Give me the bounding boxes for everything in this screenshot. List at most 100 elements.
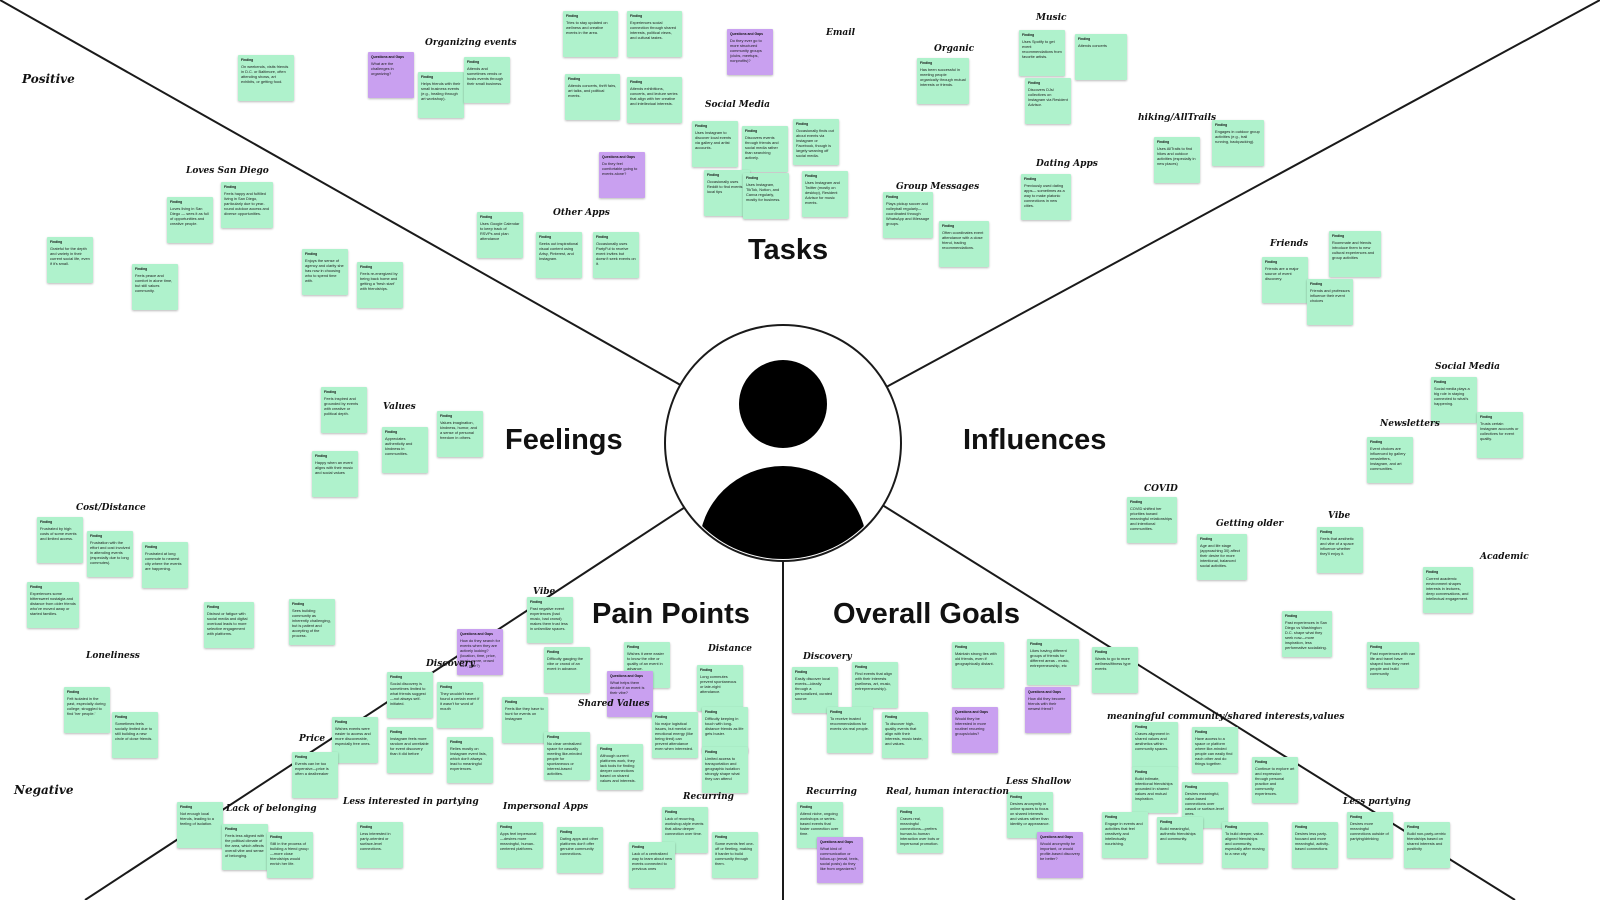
sticky-note[interactable]: FindingAlthough current platforms work, … — [597, 744, 643, 790]
sticky-note[interactable]: FindingFriends and professors influence … — [1307, 279, 1353, 325]
sticky-note[interactable]: FindingSome events feel one-off or fleet… — [712, 832, 758, 878]
sticky-note[interactable]: FindingTries to stay updated on wellness… — [563, 11, 618, 57]
sticky-note[interactable]: FindingSeeks out inspirational visual co… — [536, 232, 582, 278]
sticky-note[interactable]: FindingEngage in events and activities t… — [1102, 812, 1148, 858]
sticky-note[interactable]: FindingEngages in outdoor group activiti… — [1212, 120, 1264, 166]
sticky-note[interactable]: FindingExperiences some bittersweet nost… — [27, 582, 79, 628]
sticky-note[interactable]: FindingAge and life stage (approaching 3… — [1197, 534, 1247, 580]
sticky-note[interactable]: FindingHave access to a space or platfor… — [1192, 727, 1238, 773]
sticky-note[interactable]: FindingOccasionally uses Reddit to find … — [704, 170, 750, 216]
sticky-note[interactable]: FindingThey wouldn't have found a certai… — [437, 682, 483, 728]
sticky-note[interactable]: FindingSometimes feels socially limited … — [112, 712, 158, 758]
sticky-note[interactable]: Questions and GapsWhat helps them decide… — [607, 671, 653, 717]
sticky-note[interactable]: FindingSocial media plays a big role in … — [1431, 377, 1477, 423]
sticky-note[interactable]: FindingApps feel impersonal —desires mor… — [497, 822, 543, 868]
sticky-note[interactable]: FindingValues imagination, kindness, hum… — [437, 411, 483, 457]
sticky-note[interactable]: FindingCraves alignment in shared values… — [1132, 722, 1178, 768]
sticky-note[interactable]: FindingRoommate and friends introduce th… — [1329, 231, 1381, 277]
sticky-note[interactable]: FindingFeels less aligned with the polit… — [222, 824, 268, 870]
sticky-note[interactable]: FindingDesires less party-focused and mo… — [1292, 822, 1338, 868]
sticky-note[interactable]: FindingLess interested in party-oriented… — [357, 822, 403, 868]
sticky-note[interactable]: FindingDifficulty gauging the vibe or cr… — [544, 647, 590, 693]
sticky-note[interactable]: FindingOften coordinates event attendanc… — [939, 221, 989, 267]
sticky-note[interactable]: FindingUses Google Calendar to keep trac… — [477, 212, 523, 258]
sticky-note[interactable]: FindingDating apps and other platforms d… — [557, 827, 603, 873]
sticky-note[interactable]: FindingDiscovers DJs/ collectives on Ins… — [1025, 78, 1071, 124]
sticky-note[interactable]: FindingTrusts certain Instagram accounts… — [1477, 412, 1523, 458]
sticky-note[interactable]: FindingLimited access to transportation … — [702, 747, 748, 793]
sticky-note[interactable]: FindingAttends concerts, thrift fairs, a… — [565, 74, 620, 120]
sticky-note[interactable]: FindingBuild meaningful, authentic frien… — [1157, 817, 1203, 863]
sticky-note[interactable]: FindingInstagram feels more random and u… — [387, 727, 433, 773]
sticky-note[interactable]: Questions and GapsDo they feel comfortab… — [599, 152, 645, 198]
sticky-note[interactable]: FindingNo major logistical issues, but m… — [652, 712, 698, 758]
sticky-note[interactable]: FindingFelt isolated in the past, especi… — [64, 687, 110, 733]
sticky-note[interactable]: Questions and GapsWould they be interest… — [952, 707, 998, 753]
sticky-note[interactable]: FindingAttends and sometimes vends or ho… — [464, 57, 510, 103]
sticky-note[interactable]: FindingOccasionally uses PartyFul to rec… — [593, 232, 639, 278]
sticky-note[interactable]: FindingPast negative event experiences (… — [527, 597, 573, 643]
sticky-note[interactable]: FindingUses Spotify to get event recomme… — [1019, 30, 1065, 76]
sticky-note[interactable]: FindingGrateful for the depth and variet… — [47, 237, 93, 283]
sticky-note[interactable]: Questions and GapsHow do they search for… — [457, 629, 503, 675]
sticky-note[interactable]: FindingCurrent academic environment shap… — [1423, 567, 1473, 613]
sticky-note[interactable]: FindingEnjoys the sense of agency and cl… — [302, 249, 348, 295]
sticky-note[interactable]: FindingWishes events were easier to acce… — [332, 717, 378, 763]
sticky-note[interactable]: FindingHappy when an event aligns with t… — [312, 451, 358, 497]
sticky-note[interactable]: FindingEvent choices are influenced by g… — [1367, 437, 1413, 483]
sticky-note[interactable]: FindingEasily discover local events—idea… — [792, 667, 838, 713]
sticky-note[interactable]: FindingExperiences social connection thr… — [627, 11, 682, 57]
sticky-note[interactable]: FindingFrustration with the effort and c… — [87, 531, 133, 577]
sticky-note[interactable]: FindingFeels like they have to hunt for … — [502, 697, 548, 743]
sticky-note[interactable]: FindingFeels re-energized by being back … — [357, 262, 403, 308]
sticky-note[interactable]: FindingSees building community as inhere… — [289, 599, 335, 645]
sticky-note[interactable]: FindingFrustrated at long commute to nea… — [142, 542, 188, 588]
sticky-note[interactable]: FindingUses AllTrails to find hikes and … — [1154, 137, 1200, 183]
sticky-note[interactable]: FindingEvents can be too expensive—price… — [292, 752, 338, 798]
sticky-note[interactable]: FindingDesires more meaningful connectio… — [1347, 812, 1393, 858]
sticky-note[interactable]: Questions and GapsHow did they become fr… — [1025, 687, 1071, 733]
sticky-note[interactable]: FindingOccasionally finds out about even… — [793, 119, 839, 165]
sticky-note[interactable]: FindingFriends are a major source of eve… — [1262, 257, 1308, 303]
sticky-note[interactable]: FindingUses Instagram, TikTok, Notion, a… — [743, 173, 789, 219]
sticky-note[interactable]: FindingMaintain strong ties with old fri… — [952, 642, 1004, 688]
sticky-note[interactable]: Questions and GapsWhat are the challenge… — [368, 52, 414, 98]
sticky-note[interactable]: FindingRelies mostly on Instagram event … — [447, 737, 493, 783]
sticky-note[interactable]: FindingAppreciates authenticity and kind… — [382, 427, 428, 473]
sticky-note[interactable]: FindingPast experiences with van life an… — [1367, 642, 1419, 688]
sticky-note[interactable]: Questions and GapsDo they ever go to mor… — [727, 29, 773, 75]
sticky-note[interactable]: FindingUses Instagram and Twitter (mostl… — [802, 171, 848, 217]
sticky-note[interactable]: FindingHelps friends with their small bu… — [418, 72, 464, 118]
sticky-note[interactable]: FindingBuild non-party-centric friendshi… — [1404, 822, 1450, 868]
sticky-note[interactable]: FindingDesires anonymity in online space… — [1007, 792, 1053, 838]
sticky-note[interactable]: FindingFeels happy and fulfilled living … — [221, 182, 273, 228]
sticky-note[interactable]: FindingFeels that aesthetic and vibe of … — [1317, 527, 1363, 573]
sticky-note[interactable]: FindingTo build deeper, value-aligned fr… — [1222, 822, 1268, 868]
sticky-note[interactable]: FindingDiscovers events through friends … — [742, 126, 788, 172]
sticky-note[interactable]: FindingFrustrated by high costs of some … — [37, 517, 83, 563]
sticky-note[interactable]: FindingLoves living in San Diego — sees … — [167, 197, 213, 243]
sticky-note[interactable]: FindingCraves real, meaningful connectio… — [897, 807, 943, 853]
sticky-note[interactable]: FindingNo clear centralized space for ca… — [544, 732, 590, 781]
sticky-note[interactable]: FindingStill in the process of building … — [267, 832, 313, 878]
sticky-note[interactable]: FindingUses Instagram to discover local … — [692, 121, 738, 167]
sticky-note[interactable]: FindingHas been successful in meeting pe… — [917, 58, 969, 104]
sticky-note[interactable]: FindingCOVID shifted her priorities towa… — [1127, 497, 1177, 543]
sticky-note[interactable]: FindingDistrust or fatigue with social m… — [204, 602, 254, 648]
sticky-note[interactable]: Questions and GapsWould anonymity be imp… — [1037, 832, 1083, 878]
sticky-note[interactable]: FindingTo receive trusted recommendation… — [827, 707, 873, 753]
sticky-note[interactable]: FindingLong commutes prevent spontaneous… — [697, 665, 743, 711]
sticky-note[interactable]: FindingDifficulty keeping in touch with … — [702, 707, 748, 753]
sticky-note[interactable]: FindingFeels inspired and grounded by ev… — [321, 387, 367, 433]
sticky-note[interactable]: FindingContinue to explore art and expre… — [1252, 757, 1298, 803]
sticky-note[interactable]: FindingLack of a centralized way to lear… — [629, 842, 675, 888]
sticky-note[interactable]: FindingPlays pickup soccer and volleybal… — [883, 192, 933, 238]
sticky-note[interactable]: FindingAttends exhibitions, concerts, an… — [627, 77, 682, 123]
sticky-note[interactable]: FindingNot enough local friends, leading… — [177, 802, 223, 848]
sticky-note[interactable]: FindingFind events that align with their… — [852, 662, 898, 708]
sticky-note[interactable]: FindingBuild intimate, intentional frien… — [1132, 767, 1178, 813]
sticky-note[interactable]: FindingPast experiences in San Diego vs … — [1282, 611, 1332, 657]
sticky-note[interactable]: FindingFeels peace and comfort in alone … — [132, 264, 178, 310]
sticky-note[interactable]: FindingPreviously used dating apps— some… — [1021, 174, 1071, 220]
sticky-note[interactable]: Questions and GapsWhat kind of communica… — [817, 837, 863, 883]
